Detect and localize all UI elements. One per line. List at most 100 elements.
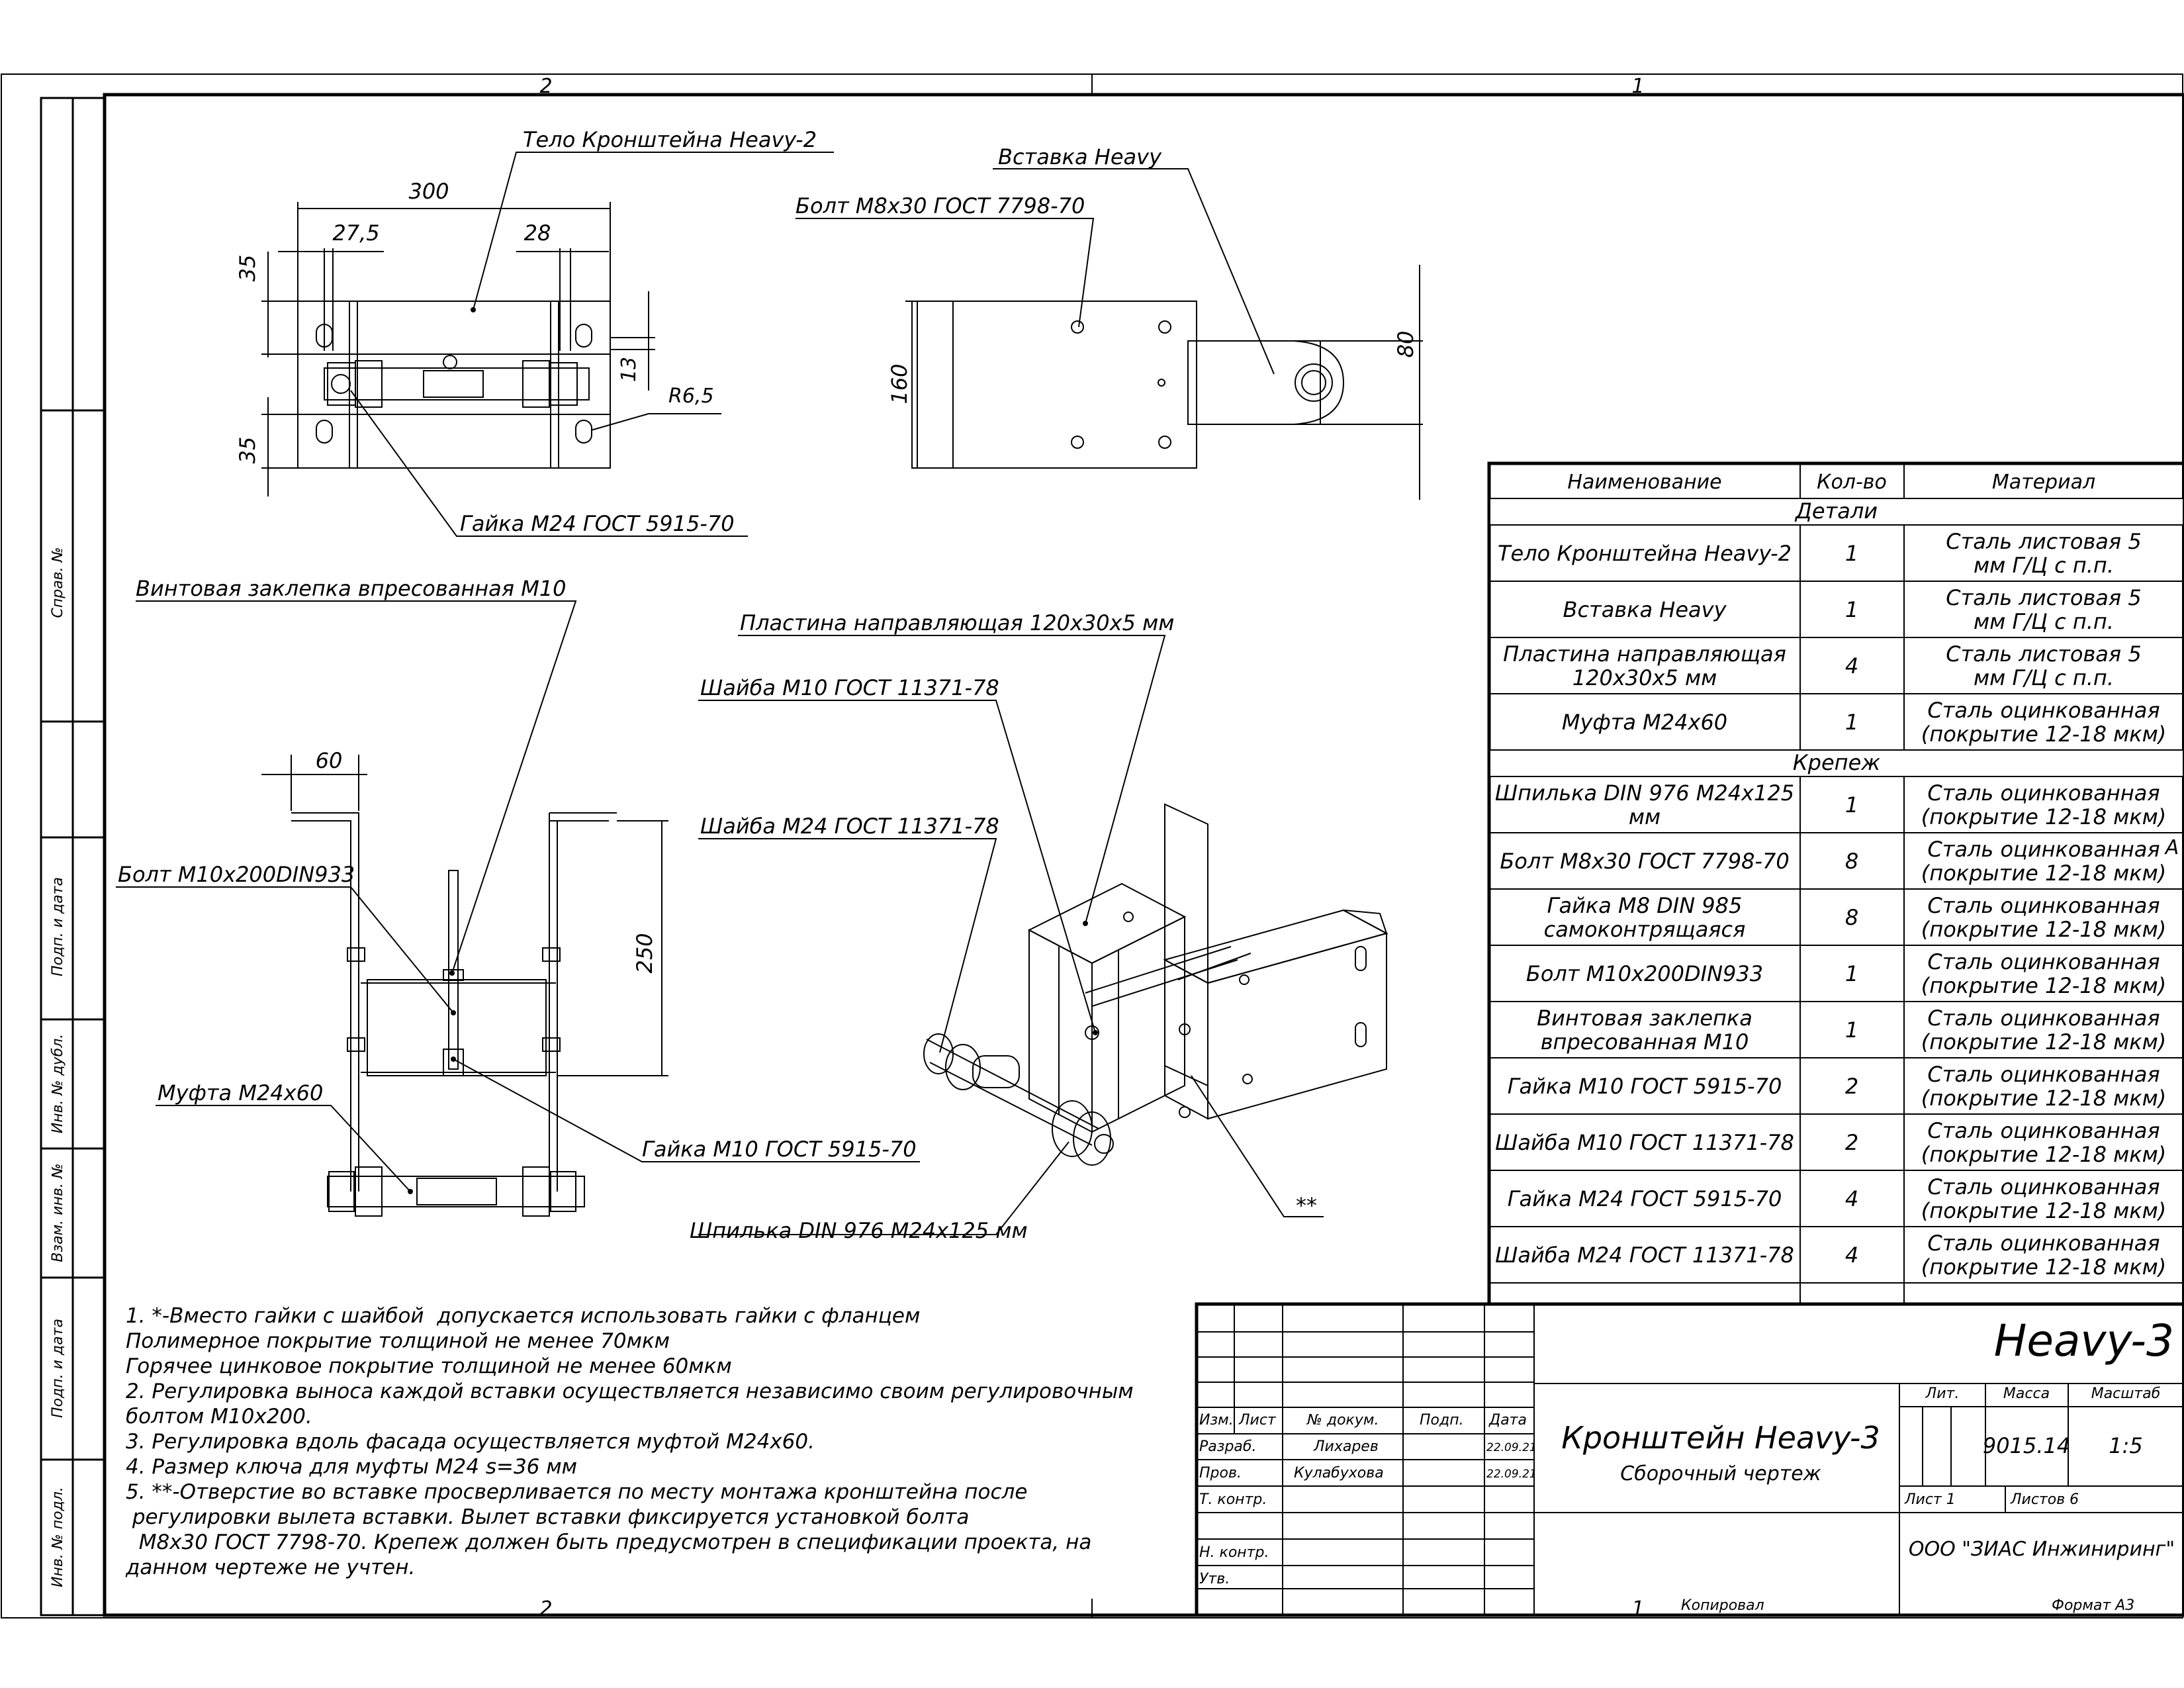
label-stud-din976: Шпилька DIN 976 M24x125 мм: [690, 1218, 1028, 1243]
dim-60: 60: [316, 748, 343, 773]
side-stamp: Справ. № Подп. и дата Инв. № дубл. Взам.…: [40, 97, 106, 1617]
spec-fastener-row-6-qty: 2: [1845, 1130, 1858, 1155]
tb-mass-label: Масса: [2003, 1385, 2050, 1402]
note-line: 3. Регулировка вдоль фасада осуществляет…: [126, 1430, 815, 1454]
dim-160: 160: [887, 363, 912, 404]
label-coupling-m24: Муфта M24x60: [158, 1080, 323, 1105]
insert-view: 160 80 Вставка Heavy Болт M8x30 ГОСТ 779…: [796, 144, 1423, 500]
dim-28: 28: [524, 220, 551, 246]
spec-fastener-row-7-name: Гайка M24 ГОСТ 5915-70: [1508, 1186, 1782, 1211]
spec-fastener-row-0-name: Шпилька DIN 976 M24x125: [1495, 780, 1794, 806]
label-nut-m10: Гайка M10 ГОСТ 5915-70: [642, 1137, 917, 1162]
iso-view: Пластина направляющая 120x30x5 мм Шайба …: [690, 610, 1388, 1243]
dim-300: 300: [408, 179, 449, 204]
spec-section-fasteners: Крепеж: [1793, 750, 1880, 775]
spec-detail-row-3-material: Сталь оцинкованная: [1927, 698, 2160, 723]
spec-fastener-row-4-name: впресованная M10: [1541, 1029, 1749, 1055]
note-line: данном чертеже не учтен.: [125, 1556, 415, 1579]
tb-company: ООО "ЗИАС Инжиниринг": [1909, 1538, 2175, 1561]
spec-fastener-row-3-material: (покрытие 12-18 мкм): [1921, 973, 2166, 998]
tb-mass-value: 9015.14: [1983, 1433, 2070, 1458]
spec-fastener-row-6-material: (покрытие 12-18 мкм): [1921, 1142, 2166, 1167]
spec-detail-row-2-name: 120x30x5 мм: [1572, 665, 1717, 690]
dim-27-5: 27,5: [332, 220, 379, 246]
dim-35-bottom: 35: [235, 437, 260, 464]
spec-fastener-row-7-material: (покрытие 12-18 мкм): [1921, 1198, 2166, 1223]
dim-r6-5: R6,5: [668, 385, 714, 408]
spec-detail-row-3-material: (покрытие 12-18 мкм): [1921, 722, 2166, 747]
zone-bottom-right: 1: [1631, 1597, 1644, 1620]
tb-prov-name: Кулабухова: [1294, 1465, 1384, 1481]
spec-fastener-row-6-name: Шайба M10 ГОСТ 11371-78: [1495, 1130, 1794, 1155]
spec-fastener-row-8-material: (покрытие 12-18 мкм): [1921, 1254, 2166, 1280]
spec-fastener-row-8-material: Сталь оцинкованная: [1927, 1231, 2160, 1256]
tb-col-podp: Подп.: [1420, 1412, 1464, 1429]
spec-fastener-row-1-qty: 8: [1845, 849, 1858, 874]
note-line: 1. *-Вместо гайки с шайбой допускается и…: [126, 1304, 920, 1328]
spec-fastener-row-0-material: (покрытие 12-18 мкм): [1921, 804, 2166, 829]
spec-fastener-row-0-material: Сталь оцинкованная: [1927, 780, 2160, 806]
spec-fastener-row-0-qty: 1: [1845, 792, 1858, 818]
note-line: M8x30 ГОСТ 7798-70. Крепеж должен быть п…: [126, 1530, 1091, 1554]
spec-fastener-row-1-name: Болт M8x30 ГОСТ 7798-70: [1500, 849, 1789, 874]
tb-scale-label: Масштаб: [2091, 1385, 2161, 1402]
spec-fastener-row-7-qty: 4: [1845, 1186, 1858, 1211]
footer-copied: Копировал: [1681, 1597, 1764, 1614]
spec-detail-row-1-material: Сталь листовая 5: [1946, 585, 2141, 610]
spec-fastener-row-2-name: самоконтрящаяся: [1544, 917, 1746, 942]
tb-product-name: Кронштейн Heavy-3: [1561, 1420, 1880, 1456]
tb-razrab-label: Разраб.: [1199, 1438, 1256, 1455]
spec-detail-row-0-qty: 1: [1845, 541, 1858, 566]
tb-nkontr-label: Н. контр.: [1199, 1544, 1269, 1561]
stamp-podp-data-2: Подп. и дата: [50, 1319, 66, 1418]
label-nut-m24-top: Гайка M24 ГОСТ 5915-70: [460, 511, 735, 536]
note-line: Полимерное покрытие толщиной не менее 70…: [126, 1329, 670, 1353]
footer-format: Формат A3: [2052, 1597, 2134, 1614]
note-line: регулировки вылета вставки. Вылет вставк…: [126, 1505, 969, 1529]
label-bolt-m10: Болт M10x200DIN933: [118, 862, 355, 887]
dim-80: 80: [1393, 331, 1418, 358]
spec-fastener-row-5-material: Сталь оцинкованная: [1927, 1062, 2160, 1087]
technical-notes: 1. *-Вместо гайки с шайбой допускается и…: [125, 1304, 1134, 1579]
note-line: 2. Регулировка выноса каждой вставки осу…: [126, 1380, 1134, 1403]
spec-detail-row-1-material: мм Г/Ц с п.п.: [1974, 609, 2114, 634]
tb-designation: Heavy-3 СБ: [1994, 1315, 2184, 1366]
tb-doc-type: Сборочный чертеж: [1620, 1462, 1821, 1485]
zone-bottom-left: 2: [539, 1597, 552, 1620]
spec-fastener-row-2-material: Сталь оцинкованная: [1927, 893, 2160, 918]
tb-sheets-label: Листов 6: [2010, 1491, 2079, 1508]
spec-fastener-row-3-material: Сталь оцинкованная: [1927, 949, 2160, 974]
stamp-vzam-inv: Взам. инв. №: [50, 1163, 66, 1262]
stamp-sprav-no: Справ. №: [50, 547, 66, 618]
tb-col-list: Лист: [1238, 1412, 1277, 1429]
spec-fastener-row-8-name: Шайба M24 ГОСТ 11371-78: [1495, 1243, 1794, 1268]
note-line: 4. Размер ключа для муфты M24 s=36 мм: [126, 1455, 577, 1479]
spec-fastener-row-2-qty: 8: [1845, 905, 1858, 930]
spec-detail-row-3-qty: 1: [1845, 710, 1858, 735]
tb-col-izm: Изм.: [1199, 1412, 1234, 1429]
spec-header-qty: Кол-во: [1817, 471, 1887, 494]
spec-fastener-row-2-material: (покрытие 12-18 мкм): [1921, 917, 2166, 942]
stamp-inv-podl: Инв. № подл.: [50, 1487, 66, 1587]
spec-fastener-row-4-material: (покрытие 12-18 мкм): [1921, 1029, 2166, 1055]
note-line: 5. **-Отверстие во вставке просверливает…: [126, 1480, 1027, 1504]
note-line: болтом M10x200.: [126, 1405, 312, 1429]
tb-utv-label: Утв.: [1199, 1571, 1230, 1587]
spec-header-name: Наименование: [1567, 471, 1721, 494]
spec-header-material: Материал: [1992, 471, 2095, 494]
dim-250: 250: [632, 933, 657, 973]
spec-fastener-row-3-name: Болт M10x200DIN933: [1526, 961, 1763, 986]
spec-fastener-row-3-qty: 1: [1845, 961, 1858, 986]
label-washer-m10: Шайба M10 ГОСТ 11371-78: [700, 675, 999, 700]
spec-detail-row-0-material: мм Г/Ц с п.п.: [1974, 553, 2114, 578]
tb-scale-value: 1:5: [2109, 1433, 2143, 1458]
dim-13: 13: [617, 357, 641, 382]
spec-fastener-row-1-material: (покрытие 12-18 мкм): [1921, 861, 2166, 886]
tb-sheet-label: Лист 1: [1904, 1491, 1956, 1508]
label-body-heavy-2: Тело Кронштейна Heavy-2: [523, 127, 817, 152]
zone-right-letter: A: [2164, 836, 2179, 859]
spec-fastener-row-5-material: (покрытие 12-18 мкм): [1921, 1086, 2166, 1111]
